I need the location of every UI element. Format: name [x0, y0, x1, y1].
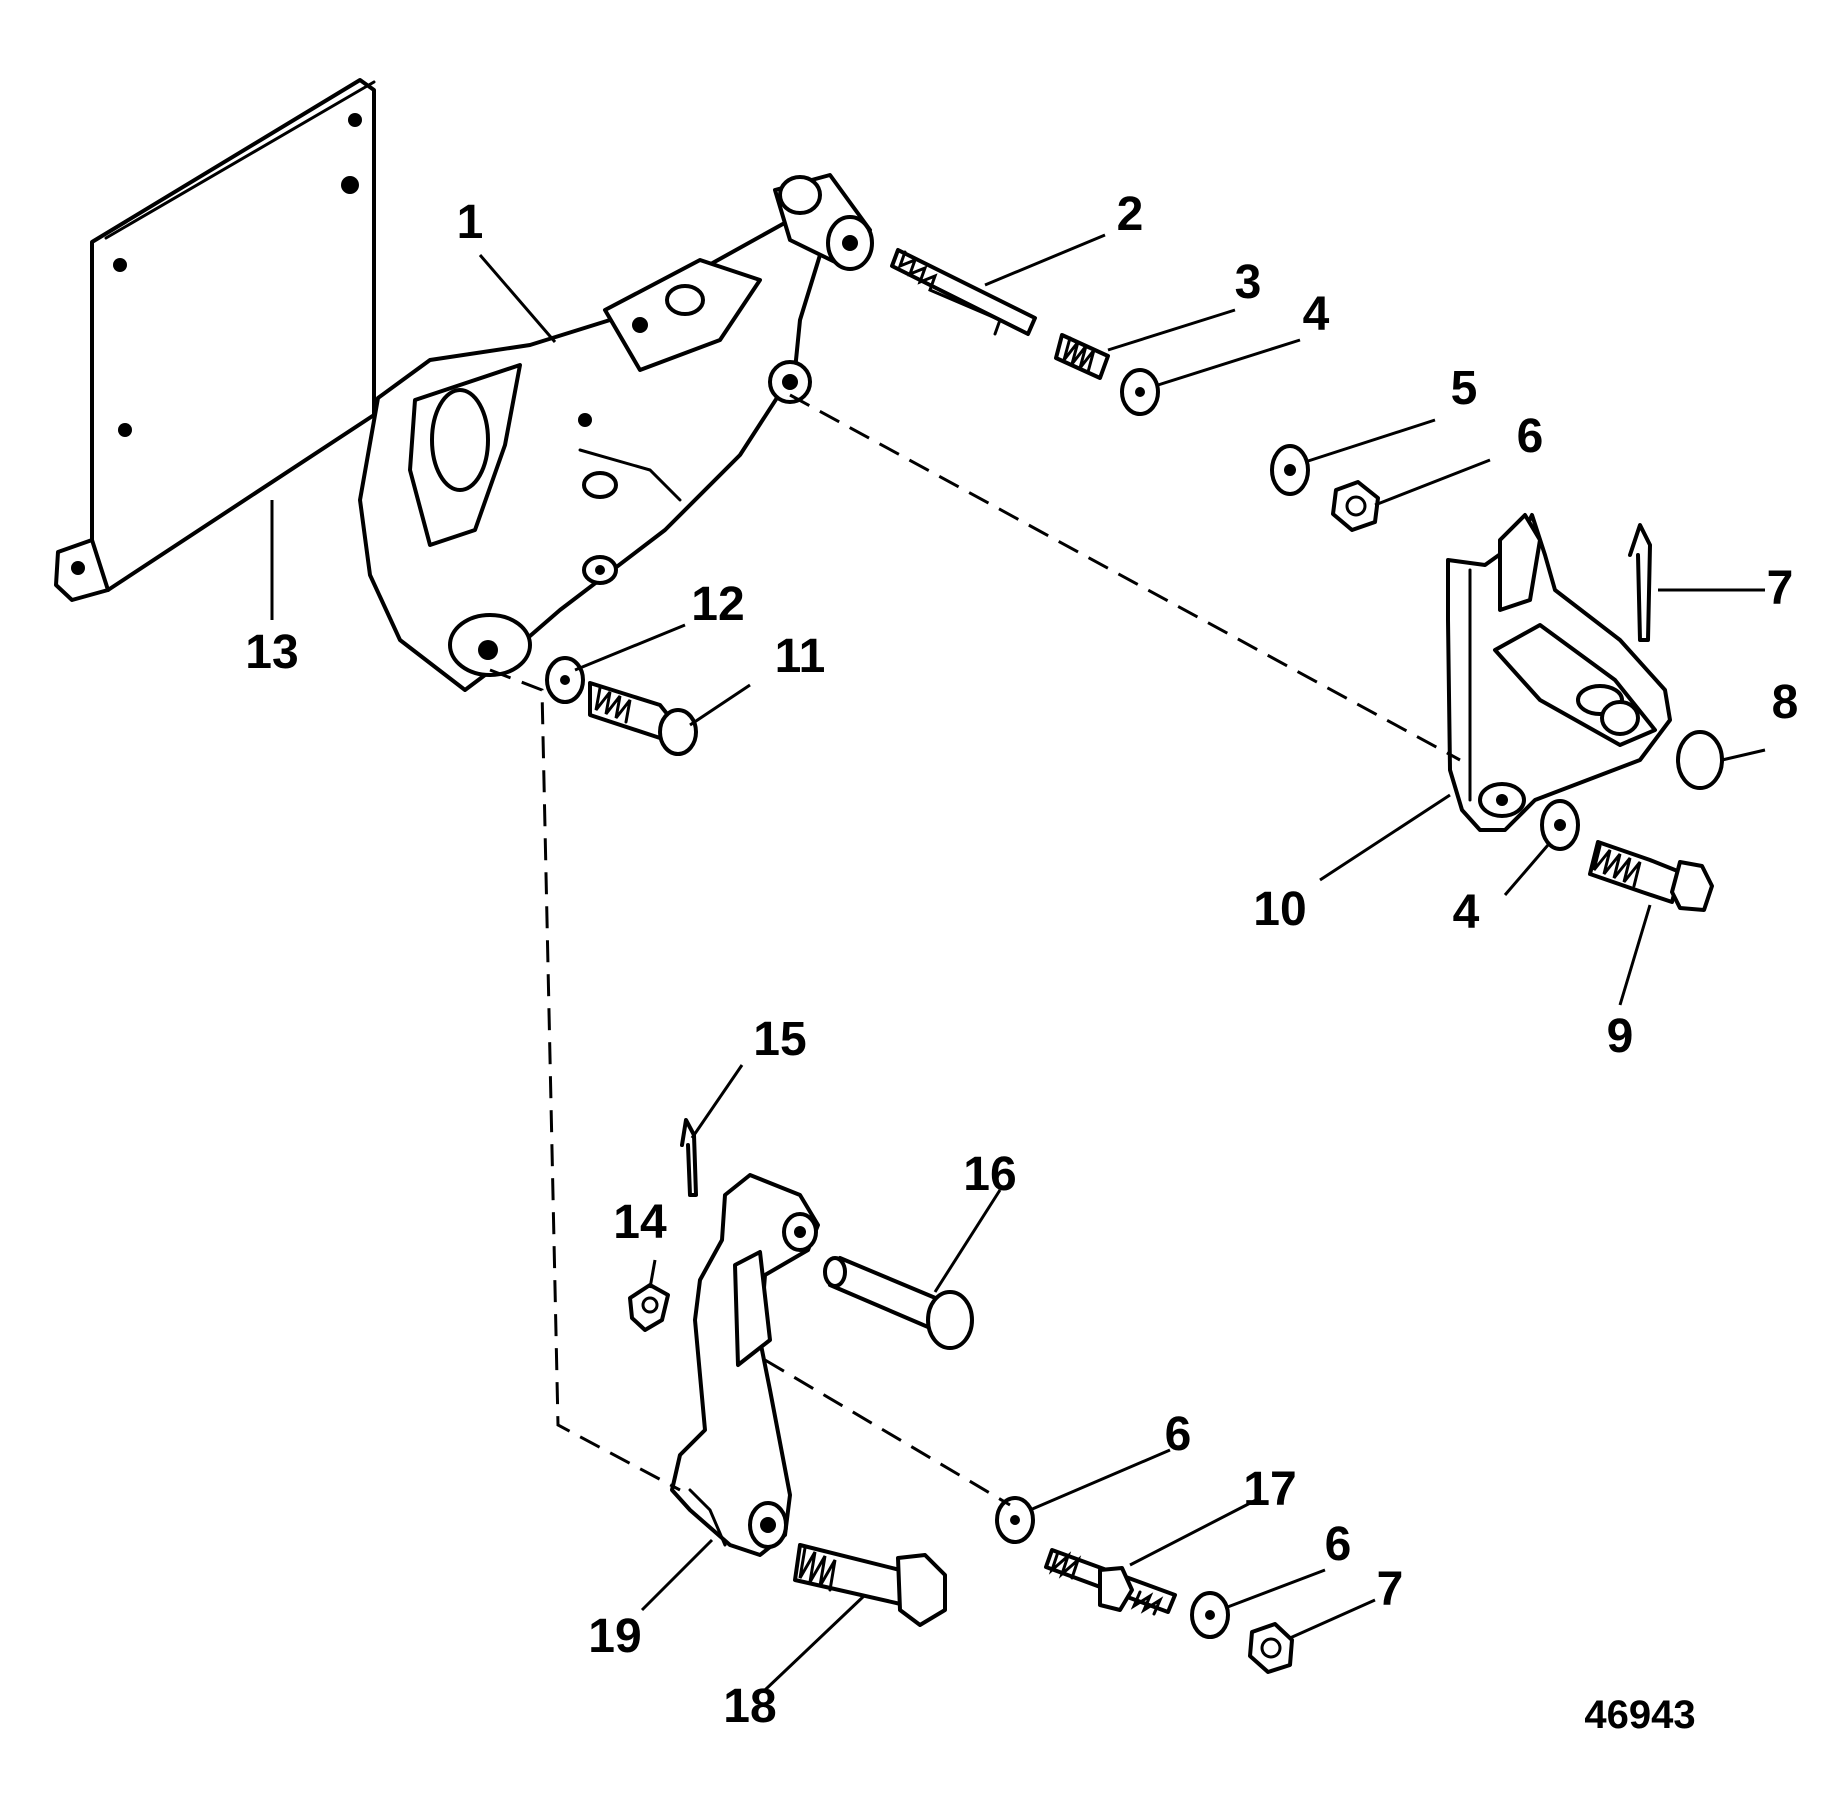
callout-1: 1 — [457, 196, 484, 249]
alignment-lines — [489, 393, 1461, 1507]
callout-16: 16 — [963, 1148, 1016, 1201]
callout-7: 7 — [1767, 562, 1794, 615]
callout-numbers: 1 2 3 4 5 6 7 8 4 9 10 11 12 13 14 15 16… — [245, 188, 1798, 1733]
washer-lower-a — [995, 1496, 1035, 1544]
callout-15: 15 — [753, 1013, 806, 1066]
callout-3: 3 — [1235, 256, 1262, 309]
callout-2: 2 — [1117, 188, 1144, 241]
cap — [1676, 730, 1724, 790]
screw — [588, 681, 698, 756]
washer-small — [545, 656, 585, 704]
callout-8: 8 — [1772, 676, 1799, 729]
washer — [1270, 444, 1310, 496]
figure-id: 46943 — [1584, 1693, 1695, 1737]
callout-6-lower-a: 6 — [1165, 1408, 1192, 1461]
cotter-pin-lower — [680, 1118, 698, 1197]
washer-lower — [1540, 799, 1580, 851]
lever-arm — [670, 1173, 820, 1557]
callout-17: 17 — [1243, 1463, 1296, 1516]
callout-9: 9 — [1607, 1010, 1634, 1063]
washer-upper — [1120, 368, 1160, 416]
callout-4-lower: 4 — [1453, 886, 1480, 939]
bolt-large — [1588, 840, 1714, 912]
callout-19: 19 — [588, 1610, 641, 1663]
lever-bracket — [1446, 513, 1672, 832]
shoulder-bolt — [793, 1543, 947, 1627]
stud — [890, 248, 1037, 336]
mounting-plate — [54, 78, 376, 602]
callout-14: 14 — [613, 1196, 667, 1249]
callout-10: 10 — [1253, 883, 1306, 936]
callout-7-lower: 7 — [1377, 1563, 1404, 1616]
cotter-pin-upper — [1628, 523, 1652, 642]
clip — [628, 1283, 670, 1332]
leader-lines — [270, 233, 1766, 1692]
callout-13: 13 — [245, 626, 298, 679]
callout-6-lower-b: 6 — [1325, 1518, 1352, 1571]
callout-4: 4 — [1303, 288, 1330, 341]
callout-5: 5 — [1451, 362, 1478, 415]
callout-18: 18 — [723, 1680, 776, 1733]
pin — [823, 1256, 974, 1350]
bracket-housing — [358, 173, 874, 692]
washer-lower-b — [1190, 1591, 1230, 1639]
callout-11: 11 — [775, 630, 826, 683]
collar-stud — [1044, 1548, 1177, 1616]
callout-12: 12 — [691, 578, 744, 631]
callout-6: 6 — [1517, 410, 1544, 463]
nut-upper — [1331, 480, 1380, 532]
spring — [1054, 333, 1110, 380]
nut-lower — [1248, 1622, 1294, 1674]
